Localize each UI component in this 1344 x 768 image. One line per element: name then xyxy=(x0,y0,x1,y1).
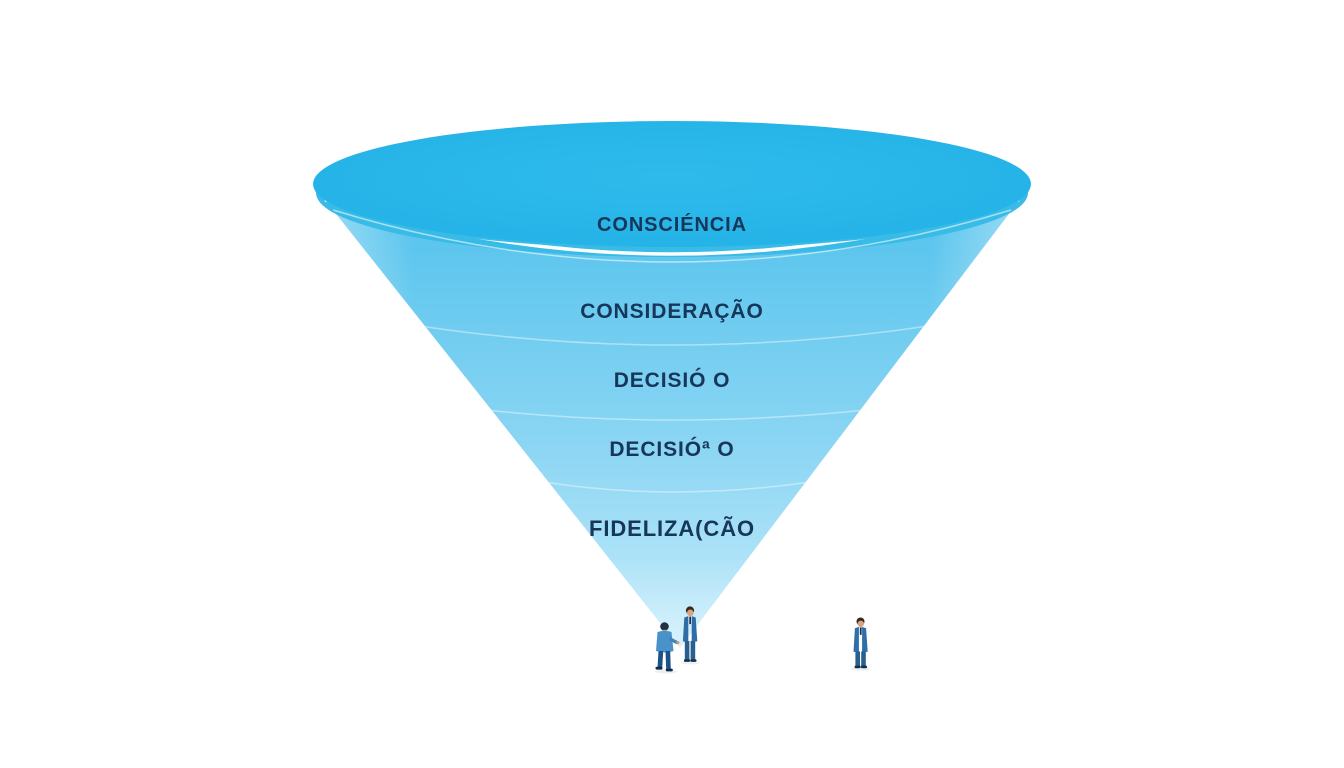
person-tie xyxy=(689,616,691,625)
person-leg xyxy=(657,651,664,668)
person-jacket xyxy=(682,616,689,642)
person-leg xyxy=(665,651,671,670)
person-hand xyxy=(676,641,680,645)
person-shoe xyxy=(690,659,697,662)
person-shoe xyxy=(854,665,861,669)
funnel-top-ellipse xyxy=(313,121,1031,247)
stage-separator-line xyxy=(543,481,811,493)
person-jacket xyxy=(862,626,868,653)
person-leg xyxy=(861,651,866,666)
person-shoe xyxy=(683,659,691,662)
person-leg xyxy=(855,651,860,666)
person-head xyxy=(660,622,669,631)
person-shoe xyxy=(860,665,868,669)
person-shoe xyxy=(655,666,663,670)
person-jacket xyxy=(656,630,674,653)
person-arm xyxy=(669,637,678,645)
person-face xyxy=(687,609,694,617)
funnel-rim-stripe-secondary xyxy=(332,209,1012,263)
stage-separator-line xyxy=(485,409,867,421)
person-standing-right xyxy=(851,617,870,671)
person-back-view-left xyxy=(655,622,680,674)
stage-label-consciencia: CONSCIÉNCIA xyxy=(597,214,747,236)
stage-label-fidelizacao: FIDELIZA(CÃO xyxy=(588,516,756,541)
stage-separator-line xyxy=(419,325,929,346)
person-jacket xyxy=(853,626,859,653)
person-shoe xyxy=(665,668,673,672)
person-tie xyxy=(859,627,862,635)
person-leg xyxy=(684,641,690,660)
stage-label-consideracao: CONSIDERAÇÃO xyxy=(580,300,764,323)
person-face xyxy=(857,620,864,627)
stage-label-decisio-2: DECISIÓª O xyxy=(609,438,735,461)
person-standing-center xyxy=(680,606,700,665)
person-leg xyxy=(690,641,696,660)
person-jacket xyxy=(691,616,698,642)
funnel-cone-tip-fade xyxy=(314,186,1030,648)
stage-label-decisio: DECISIÓ O xyxy=(613,369,731,392)
